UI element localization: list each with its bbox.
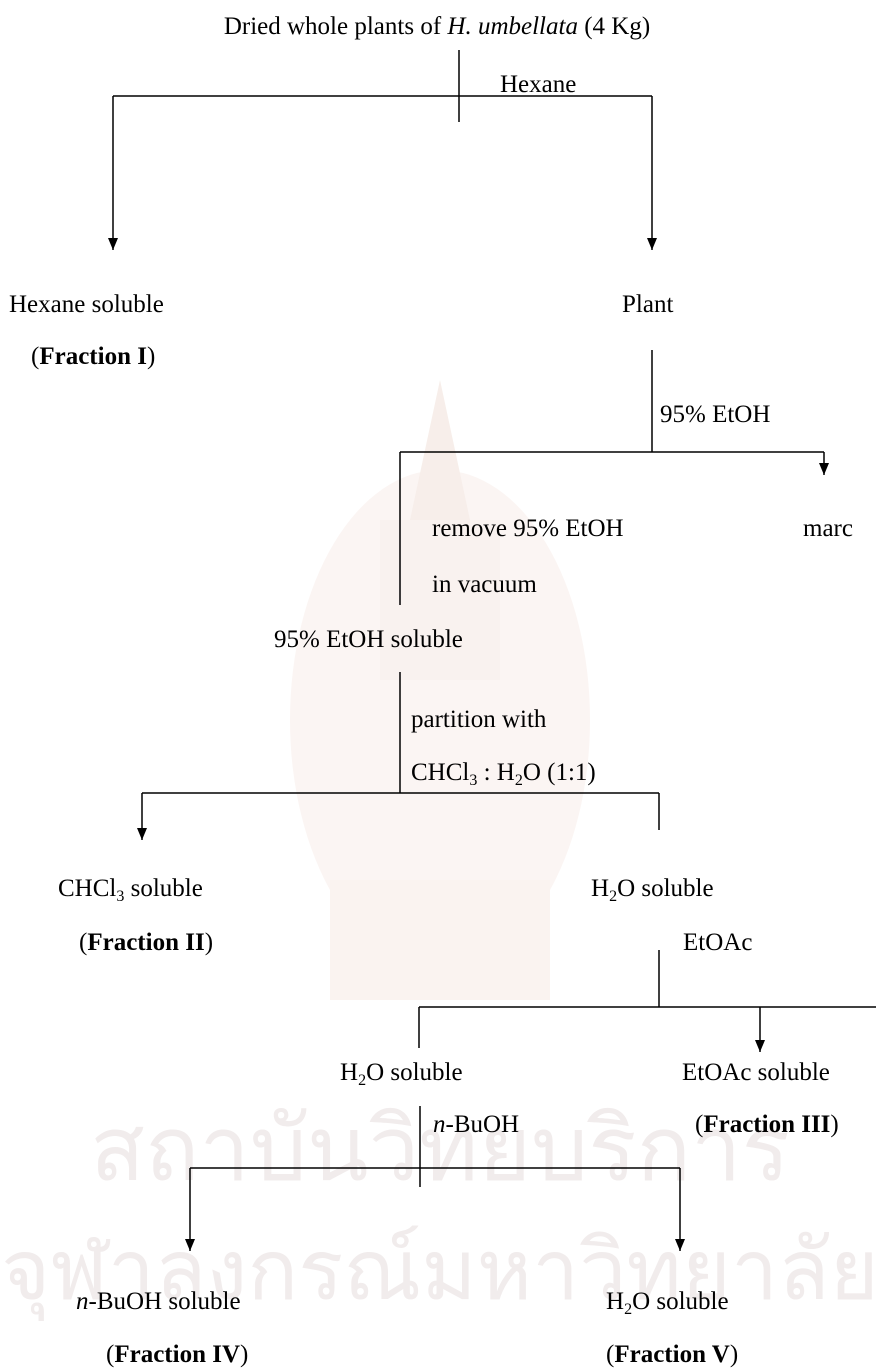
node-plant: Plant (622, 291, 674, 318)
watermark-line-1: สถาบันวิทยบริการ (89, 1097, 791, 1202)
label-etoh95: 95% EtOH (660, 401, 771, 428)
label-etoac: EtOAc (683, 929, 753, 956)
node-etoac-soluble: EtOAc soluble (682, 1059, 830, 1086)
node-hexane-soluble: Hexane soluble (9, 291, 164, 318)
label-hexane: Hexane (500, 71, 577, 98)
label-partition-line-1: partition with (411, 706, 547, 733)
node-start: Dried whole plants of H. umbellata (4 Kg… (223, 13, 651, 40)
label-buoh: n-BuOH (433, 1111, 520, 1138)
node-fraction-1: (Fraction I) (31, 343, 156, 370)
node-marc: marc (803, 515, 853, 542)
node-chcl3-soluble: CHCl3 soluble (58, 875, 203, 905)
node-fraction-5: (Fraction V) (606, 1341, 739, 1368)
node-fraction-4: (Fraction IV) (106, 1341, 249, 1368)
node-buoh-soluble: n-BuOH soluble (76, 1288, 241, 1315)
node-fraction-2: (Fraction II) (79, 929, 214, 956)
node-h2o-soluble-1: H2O soluble (591, 875, 714, 905)
watermark-line-2: จุฬาลงกรณ์มหาวิทยาลัย (1, 1221, 876, 1319)
node-h2o-soluble-2: H2O soluble (340, 1059, 463, 1089)
node-etoh-soluble: 95% EtOH soluble (274, 626, 463, 653)
label-partition-line-2: CHCl3 : H2O (1:1) (411, 759, 596, 789)
node-h2o-soluble-3: H2O soluble (606, 1288, 729, 1318)
label-remove-line-2: in vacuum (432, 571, 537, 598)
node-fraction-3: (Fraction III) (695, 1111, 839, 1138)
label-remove-line-1: remove 95% EtOH (432, 515, 624, 542)
